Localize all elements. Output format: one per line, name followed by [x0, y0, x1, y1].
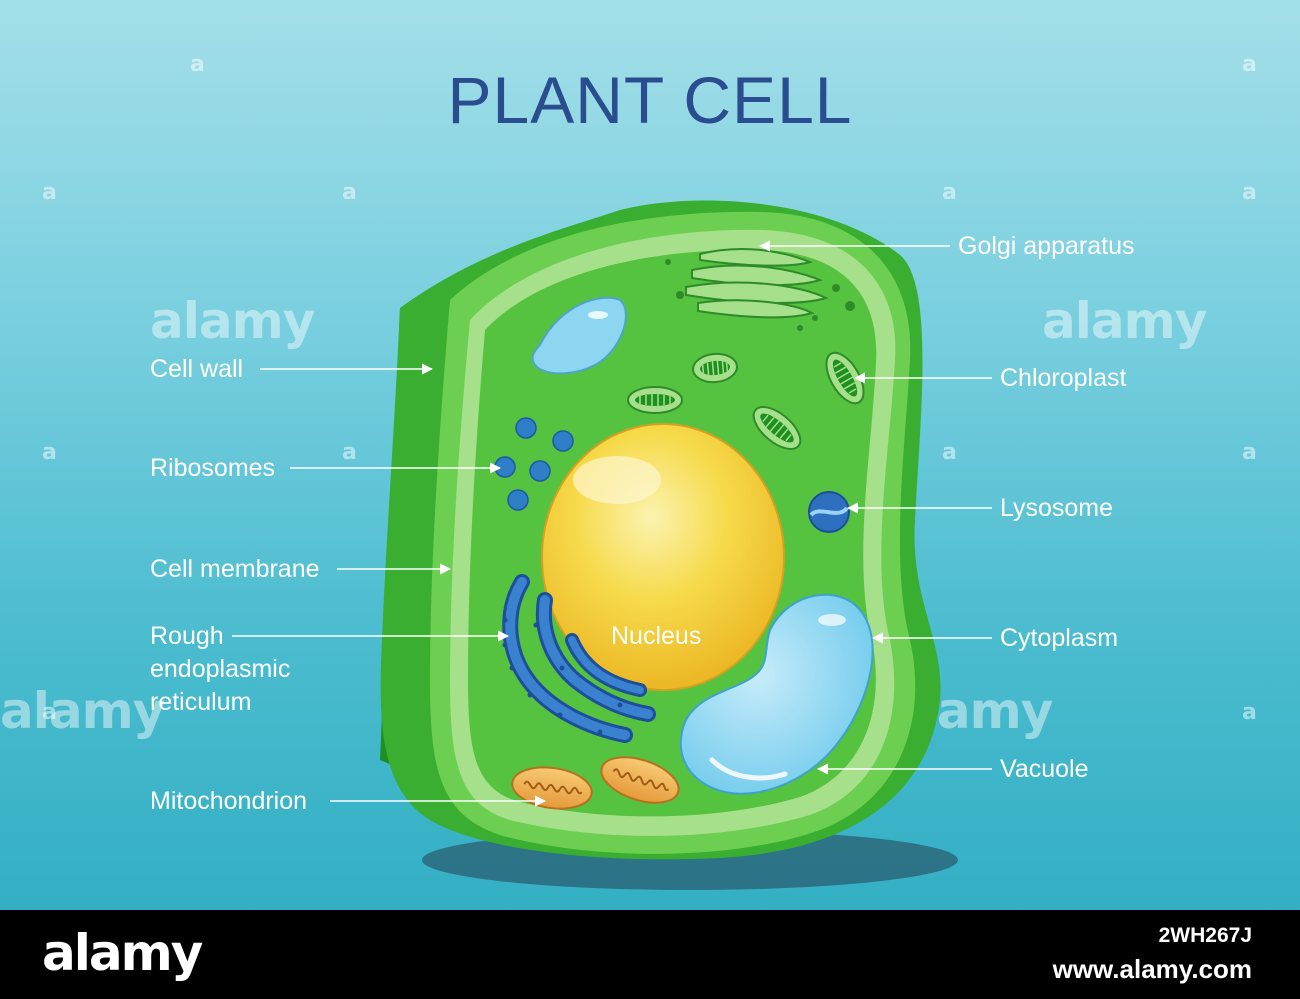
- leader-lines: [232, 240, 992, 807]
- highlight: [588, 311, 608, 319]
- footer-logo[interactable]: alamy: [42, 924, 203, 982]
- chloroplast: [627, 386, 683, 414]
- chloroplast: [825, 351, 865, 405]
- mitochondrion: [511, 766, 593, 810]
- label-rer-line3: reticulum: [150, 688, 252, 716]
- label-cytoplasm: Cytoplasm: [1000, 624, 1119, 652]
- watermark-glyph: a: [1242, 440, 1257, 465]
- lysosome: [808, 491, 850, 533]
- mitochondrion: [600, 756, 680, 804]
- site-link[interactable]: www.alamy.com: [1052, 954, 1252, 984]
- watermark-glyph: a: [42, 440, 57, 465]
- nucleus: [541, 423, 785, 691]
- plant-cell-illustration: [232, 200, 992, 890]
- label-lysosome: Lysosome: [1000, 494, 1114, 522]
- label-nucleus: Nucleus: [611, 622, 702, 650]
- label-vacuole: Vacuole: [1000, 755, 1089, 783]
- footer-bar: alamy 2WH267J www.alamy.com: [0, 910, 1300, 999]
- chloroplast: [692, 352, 738, 384]
- watermark-glyph: a: [42, 700, 57, 725]
- label-ribosomes: Ribosomes: [150, 454, 276, 482]
- label-chloroplast: Chloroplast: [1000, 364, 1127, 392]
- watermark-glyph: a: [942, 180, 957, 205]
- label-rer-line2: endoplasmic: [150, 655, 291, 683]
- watermark-glyph: a: [342, 440, 357, 465]
- page-title: PLANT CELL: [447, 63, 853, 137]
- golgi-vesicles: [665, 259, 855, 331]
- label-mitochondrion: Mitochondrion: [150, 787, 308, 815]
- watermark-glyph: a: [342, 180, 357, 205]
- central-vacuole: [679, 593, 874, 795]
- rer-ribosomes: [502, 617, 623, 735]
- label-golgi-apparatus: Golgi apparatus: [958, 232, 1135, 260]
- watermark: alamy: [1042, 292, 1207, 350]
- rough-endoplasmic-reticulum: [502, 574, 656, 743]
- watermark-glyph: a: [1242, 700, 1257, 725]
- watermark: alamy: [150, 292, 315, 350]
- image-id: 2WH267J: [1158, 924, 1252, 947]
- watermark-glyph: a: [942, 440, 957, 465]
- watermark-glyph: a: [1242, 180, 1257, 205]
- chloroplast: [752, 406, 802, 450]
- watermark-glyph: a: [42, 180, 57, 205]
- watermark-glyph: a: [190, 52, 205, 77]
- watermark-glyph: a: [1242, 52, 1257, 77]
- golgi-apparatus: [685, 247, 829, 319]
- label-cell-membrane: Cell membrane: [150, 555, 320, 583]
- label-rer-line1: Rough: [150, 622, 224, 650]
- watermark: alamy: [0, 682, 165, 740]
- label-cell-wall: Cell wall: [150, 355, 244, 383]
